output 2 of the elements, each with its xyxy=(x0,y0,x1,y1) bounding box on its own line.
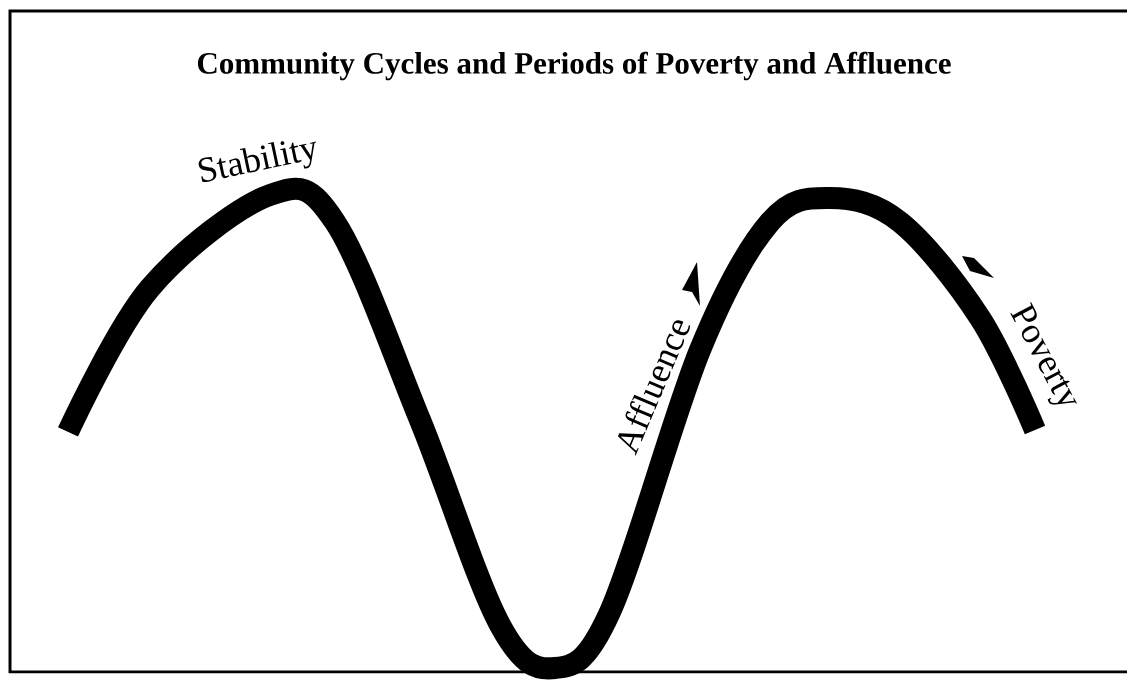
title: Community Cycles and Periods of Poverty and Affluence xyxy=(197,51,951,81)
curve-label: Stability xyxy=(198,141,317,182)
